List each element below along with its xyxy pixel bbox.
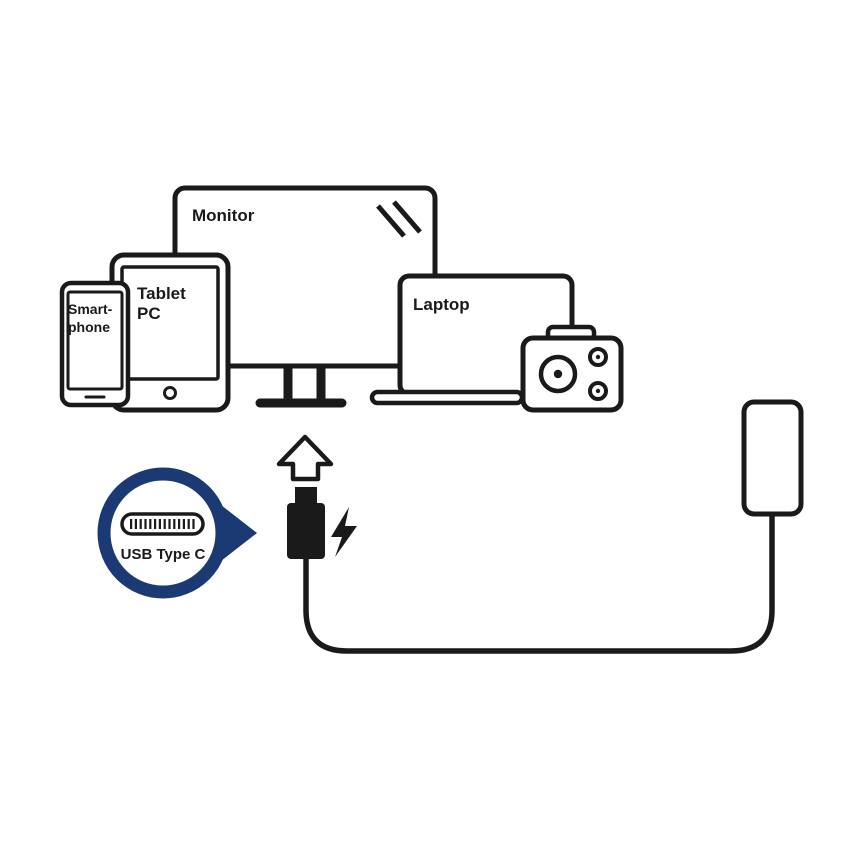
up-arrow-icon — [276, 434, 334, 482]
monitor-reflection-line — [392, 200, 422, 234]
usb-plug-icon — [287, 487, 325, 559]
smartphone-screen — [66, 290, 124, 391]
charging-cable — [303, 513, 775, 654]
laptop-base — [369, 389, 525, 406]
tablet-label-line1: Tablet — [137, 284, 186, 303]
speaker-woofer-dot — [553, 369, 563, 379]
usb-plug-tip — [295, 487, 317, 505]
laptop-label: Laptop — [413, 295, 470, 314]
tablet-label-line2: PC — [137, 304, 161, 323]
speaker-tweeter-top-dot — [595, 354, 601, 360]
monitor-label: Monitor — [192, 206, 255, 225]
smartphone-label-line1: Smart- — [68, 301, 113, 317]
usb-plug-body — [287, 503, 325, 559]
tablet-icon: Tablet PC — [109, 252, 231, 413]
speaker-tweeter-bottom-dot — [595, 388, 601, 394]
usb-c-connector-icon — [120, 512, 205, 536]
magnifier-callout: USB Type C — [97, 467, 257, 599]
usb-c-connector-outline — [120, 512, 205, 536]
speaker-device-icon — [520, 324, 624, 413]
smartphone-icon: Smart- phone — [59, 280, 131, 408]
tablet-home-button — [163, 386, 177, 400]
monitor-reflection-line — [376, 204, 406, 238]
usb-type-c-label: USB Type C — [121, 546, 206, 563]
power-adapter-icon — [741, 399, 804, 517]
lightning-bolt-icon — [331, 507, 357, 557]
smartphone-label-line2: phone — [68, 319, 110, 335]
